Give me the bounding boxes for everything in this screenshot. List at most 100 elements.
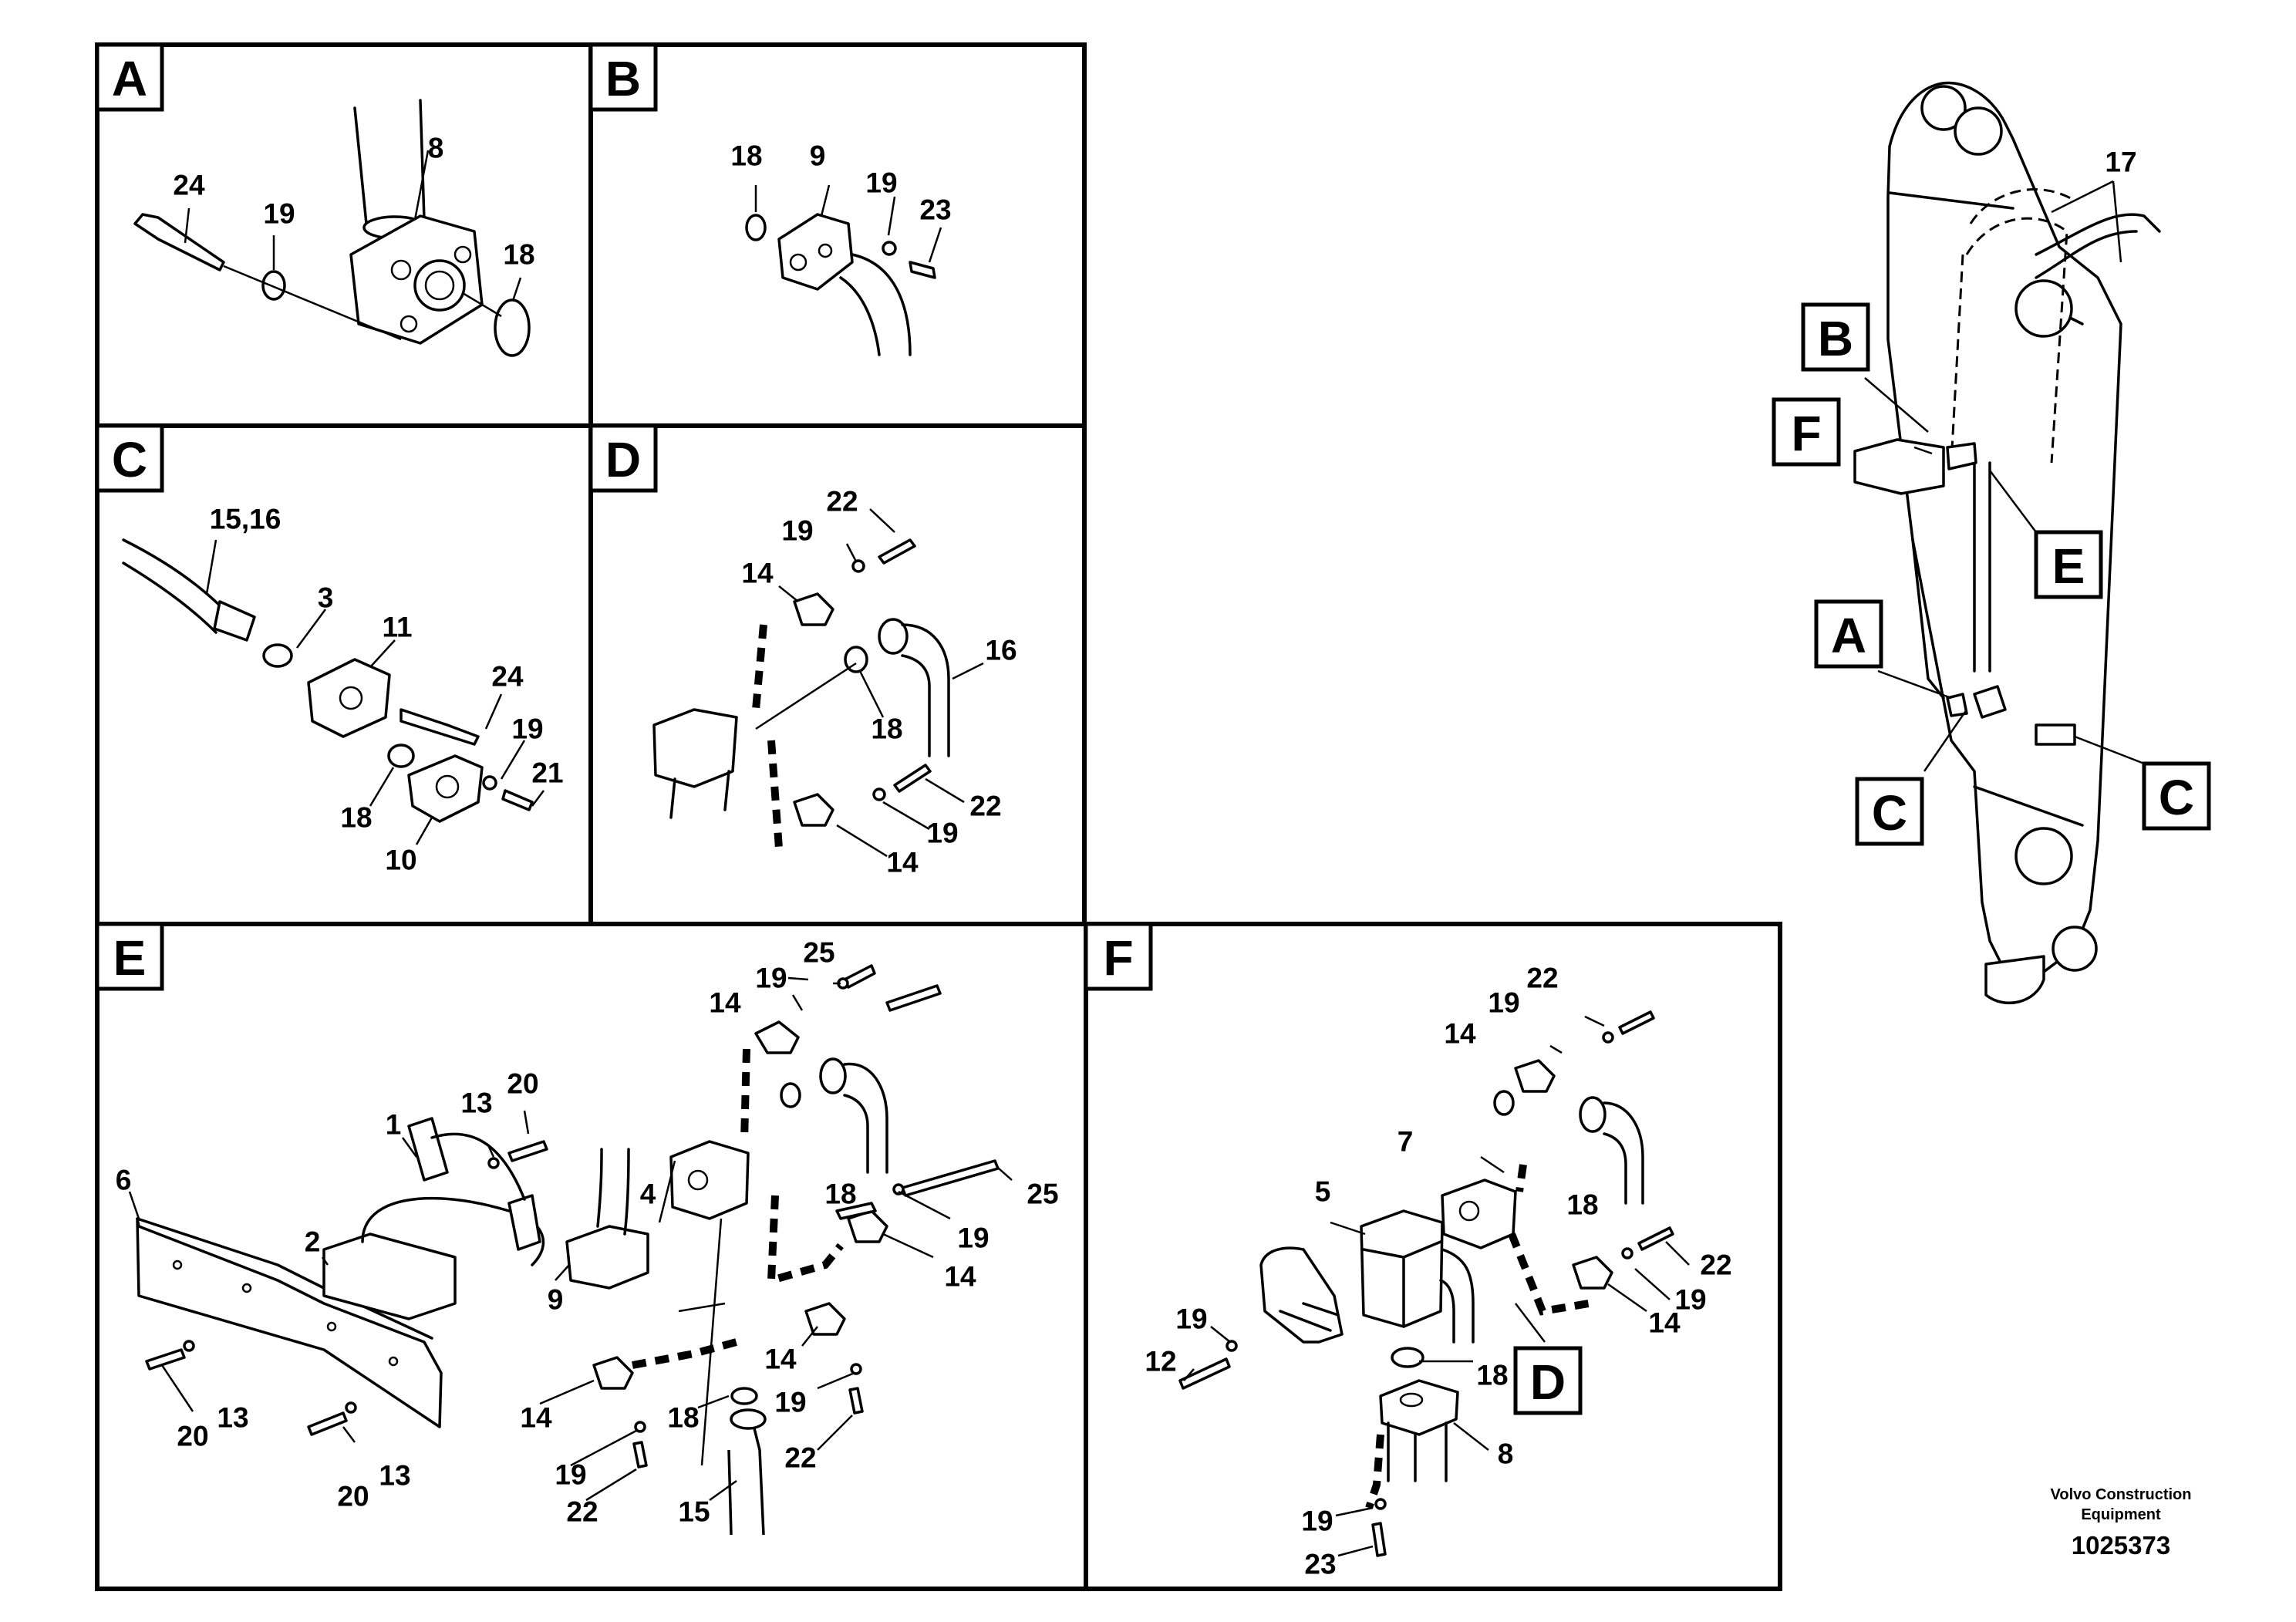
overview-tag-f-label: F <box>1791 406 1821 461</box>
panel-b-tag-label: B <box>605 51 641 106</box>
callout-number: 15,16 <box>210 504 282 535</box>
callout-number: 14 <box>944 1261 976 1293</box>
callout-number: 19 <box>781 515 813 547</box>
callout-number: 18 <box>340 802 372 834</box>
boom-overview <box>1853 81 2161 1005</box>
overview-tag-e-label: E <box>2052 538 2085 594</box>
callout-number: 22 <box>566 1496 598 1528</box>
callout-number: 19 <box>1175 1303 1207 1335</box>
callout-number: 18 <box>871 713 902 745</box>
callout-number: 24 <box>491 661 524 693</box>
callout-number: 20 <box>177 1421 208 1452</box>
callout-number: 19 <box>555 1459 586 1491</box>
callout-number: 6 <box>116 1165 132 1196</box>
callout-number: 12 <box>1145 1346 1176 1378</box>
panel-a-tag-label: A <box>112 51 147 106</box>
callout-number: 11 <box>382 612 412 643</box>
callout-number: 16 <box>985 635 1017 666</box>
callout-number: 18 <box>824 1179 856 1210</box>
overview-tag-c-right: C <box>2142 761 2211 831</box>
callout-number: 22 <box>1700 1249 1731 1281</box>
panel-f-drawing <box>1178 1010 1690 1557</box>
callout-number: 19 <box>511 713 543 745</box>
panel-e-tag-label: E <box>113 930 147 986</box>
panel-f-tag-label: F <box>1103 930 1133 986</box>
overview-tag-b-label: B <box>1818 311 1853 366</box>
panel-e-tag: E <box>95 922 164 991</box>
callouts-panel-e: 19 25 14 13 20 1 4 18 25 2 6 19 14 9 14 … <box>116 937 1059 1528</box>
callout-number: 13 <box>379 1460 410 1492</box>
overview-tag-e: E <box>2034 530 2103 599</box>
panel-d-tag-label: D <box>605 432 641 487</box>
callout-number: 14 <box>886 847 919 878</box>
callout-number: 14 <box>741 558 774 589</box>
callout-number: 18 <box>503 239 534 271</box>
callout-number: 17 <box>2105 147 2136 178</box>
panel-b-drawing <box>745 184 942 356</box>
callout-number: 22 <box>1526 963 1558 994</box>
callout-number: 14 <box>520 1402 552 1434</box>
overview-tag-c-left-label: C <box>1872 785 1907 841</box>
callout-number: 20 <box>507 1068 538 1100</box>
callout-number: 23 <box>919 194 951 226</box>
callout-number: 3 <box>318 582 334 614</box>
inset-d-tag: D <box>1513 1346 1583 1415</box>
callout-number: 23 <box>1304 1549 1336 1580</box>
overview-tag-a-label: A <box>1831 608 1866 663</box>
callout-number: 18 <box>1476 1360 1508 1391</box>
callout-number: 19 <box>957 1222 989 1254</box>
callout-number: 19 <box>263 198 295 230</box>
callout-number: 14 <box>1648 1307 1681 1339</box>
callout-number: 2 <box>305 1226 321 1258</box>
panel-d-tag: D <box>588 423 658 493</box>
callout-number: 18 <box>1566 1189 1598 1221</box>
callout-number: 25 <box>1027 1179 1058 1210</box>
callout-number: 1 <box>386 1109 402 1141</box>
callout-number: 25 <box>803 937 834 969</box>
panel-b-tag: B <box>588 42 658 112</box>
callout-number: 13 <box>217 1402 248 1434</box>
callout-number: 19 <box>1674 1284 1706 1316</box>
callout-number: 9 <box>810 140 826 172</box>
panel-a-tag: A <box>95 42 164 112</box>
callout-number: 8 <box>1498 1438 1514 1470</box>
callouts-panel-a: 8 24 19 18 <box>173 133 534 271</box>
brand-label: Volvo Construction Equipment <box>2050 1486 2192 1523</box>
callout-number: 18 <box>667 1402 699 1434</box>
panel-c-tag: C <box>95 423 164 493</box>
callout-number: 19 <box>865 167 897 199</box>
panel-c-tag-label: C <box>112 432 147 487</box>
callout-number: 22 <box>826 486 858 518</box>
callout-number: 19 <box>774 1387 806 1418</box>
callout-number: 14 <box>709 987 741 1019</box>
callout-number: 15 <box>678 1496 710 1528</box>
callout-number: 24 <box>173 170 205 201</box>
callout-number: 21 <box>531 757 563 789</box>
callout-number: 9 <box>548 1284 564 1316</box>
callouts-overview: 17 <box>2105 147 2136 178</box>
overview-tag-c-right-label: C <box>2159 770 2194 825</box>
callout-number: 18 <box>730 140 762 172</box>
overview-tag-a: A <box>1814 599 1883 669</box>
callouts-panel-b: 18 9 19 23 <box>730 140 951 226</box>
callouts-panel-f: 22 19 14 7 18 5 22 19 14 19 12 18 8 19 2… <box>1145 963 1731 1580</box>
callout-number: 13 <box>460 1088 492 1119</box>
callout-number: 19 <box>1301 1506 1333 1537</box>
panel-f-tag: F <box>1084 922 1153 991</box>
inset-d-tag-label: D <box>1530 1354 1566 1410</box>
callout-number: 8 <box>428 133 444 164</box>
callout-number: 14 <box>764 1344 797 1375</box>
callout-number: 7 <box>1397 1126 1414 1158</box>
callout-number: 10 <box>385 845 416 876</box>
overview-tag-c-left: C <box>1855 777 1924 846</box>
callout-number: 20 <box>337 1481 369 1512</box>
callout-number: 5 <box>1315 1176 1331 1208</box>
panel-a-drawing <box>133 99 531 357</box>
panel-e-drawing <box>128 964 1013 1536</box>
callout-number: 22 <box>969 791 1001 822</box>
drawing-number: 1025373 <box>2071 1531 2171 1560</box>
callouts-panel-d: 22 19 14 16 18 22 19 14 <box>741 486 1017 878</box>
callout-number: 14 <box>1444 1018 1476 1050</box>
callouts-panel-c: 15,16 3 11 24 19 21 18 10 <box>210 504 564 876</box>
